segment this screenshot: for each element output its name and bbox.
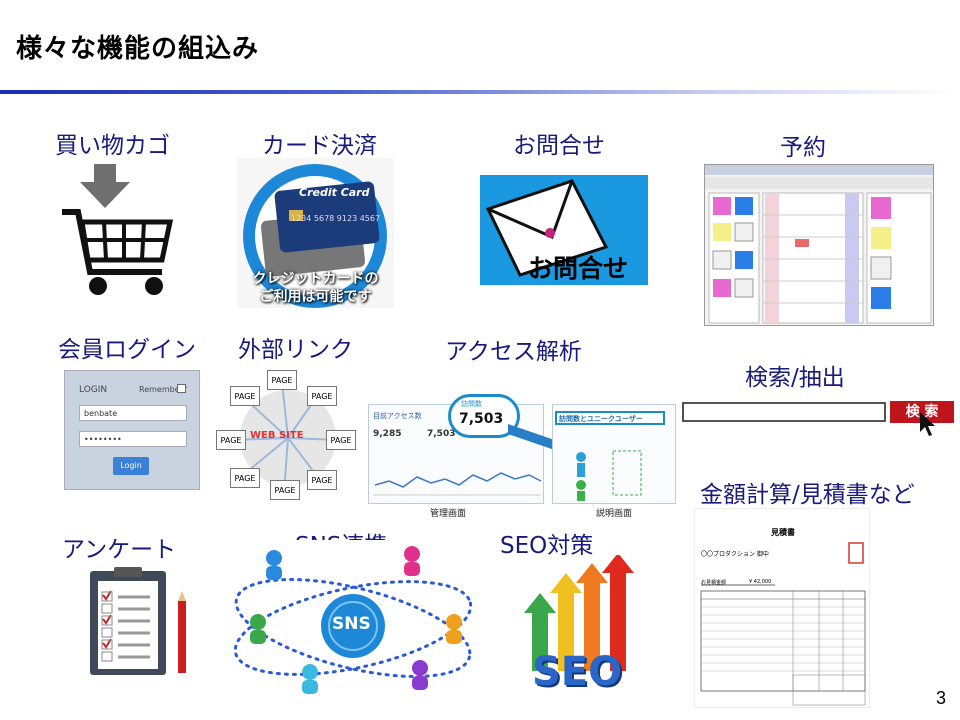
survey-clipboard-icon — [78, 565, 196, 680]
estimate-document-image: 見積書 〇〇プロダクション 御中 お見積金額 ¥ 42,000 — [694, 508, 870, 708]
page-node: PAGE — [216, 430, 246, 450]
slide-title: 様々な機能の組込み — [16, 34, 260, 64]
search-ui: 検 索 — [680, 400, 958, 438]
analytics-value-1: 9,285 — [373, 429, 402, 439]
card-brand: Credit Card — [299, 186, 370, 199]
page-node: PAGE — [307, 386, 337, 406]
search-input — [682, 402, 886, 422]
credit-card-image: Credit Card 1234 5678 9123 4567 クレジットカード… — [237, 158, 394, 308]
page-node: PAGE — [267, 370, 297, 390]
page-number: 3 — [935, 688, 946, 708]
estimate-total-label: お見積金額 — [701, 580, 727, 586]
estimate-title: 見積書 — [771, 528, 795, 537]
login-form-image: LOGIN Remember? benbate •••••••• Login — [64, 370, 200, 490]
login-title: LOGIN — [79, 385, 108, 395]
analytics-right-title: 訪問数とユニークユーザー — [555, 411, 665, 425]
page-node: PAGE — [230, 468, 260, 488]
search-button: 検 索 — [890, 401, 954, 423]
analytics-caption-right: 説明画面 — [596, 509, 633, 518]
card-caption-1: クレジットカードの — [252, 271, 379, 287]
label-login: 会員ログイン — [58, 337, 196, 363]
page-node: PAGE — [230, 386, 260, 406]
label-external: 外部リンク — [238, 337, 353, 363]
contact-envelope-image: お問合せ — [480, 175, 648, 285]
estimate-company: 〇〇プロダクション 御中 — [701, 551, 769, 558]
page-node: PAGE — [307, 470, 337, 490]
label-estimate: 金額計算/見積書など — [700, 482, 915, 508]
analytics-left-panel: 目前アクセス数 9,285 7,503 — [368, 404, 544, 504]
analytics-value-2: 7,503 — [427, 429, 456, 439]
reservation-calendar-image — [704, 164, 934, 326]
shopping-cart-icon — [58, 160, 178, 300]
estimate-total-value: ¥ 42,000 — [749, 579, 772, 585]
label-contact: お問合せ — [513, 133, 605, 159]
bubble-label: 訪問数 — [461, 400, 482, 408]
remember-checkbox — [177, 384, 186, 393]
bubble-value: 7,503 — [459, 411, 504, 427]
label-card: カード決済 — [262, 133, 377, 159]
sns-image: SNS — [222, 540, 484, 705]
label-analytics: アクセス解析 — [445, 339, 582, 365]
title-rule — [0, 90, 960, 94]
login-button: Login — [113, 457, 149, 475]
sns-center-text: SNS — [332, 614, 371, 634]
label-survey: アンケート — [62, 537, 177, 563]
label-search: 検索/抽出 — [745, 365, 845, 391]
login-remember: Remember? — [139, 385, 188, 394]
cursor-arrow-icon — [920, 412, 935, 436]
page-node: PAGE — [326, 430, 356, 450]
page-node: PAGE — [270, 480, 300, 500]
login-username-field: benbate — [79, 405, 187, 421]
seo-image-text: SEO — [532, 649, 623, 695]
analytics-right-panel: 訪問数とユニークユーザー — [552, 404, 676, 504]
seo-image: SEO — [520, 555, 646, 705]
analytics-caption-left: 管理画面 — [430, 509, 467, 518]
label-seo: SEO対策 — [500, 533, 594, 559]
analytics-image: 目前アクセス数 9,285 7,503 訪問数 7,503 訪問数とユニークユー… — [368, 390, 678, 518]
card-caption-2: ご利用は可能です — [259, 289, 372, 305]
login-password-field: •••••••• — [79, 431, 187, 447]
external-link-diagram: WEB SITE PAGE PAGE PAGE PAGE PAGE PAGE P… — [212, 362, 364, 500]
external-center: WEB SITE — [250, 430, 304, 441]
label-cart: 買い物カゴ — [55, 133, 170, 159]
analytics-left-title: 目前アクセス数 — [373, 412, 422, 420]
card-number: 1234 5678 9123 4567 — [291, 214, 381, 223]
contact-image-text: お問合せ — [528, 254, 629, 283]
analytics-bubble: 訪問数 7,503 — [448, 394, 520, 438]
label-reservation: 予約 — [780, 135, 826, 161]
